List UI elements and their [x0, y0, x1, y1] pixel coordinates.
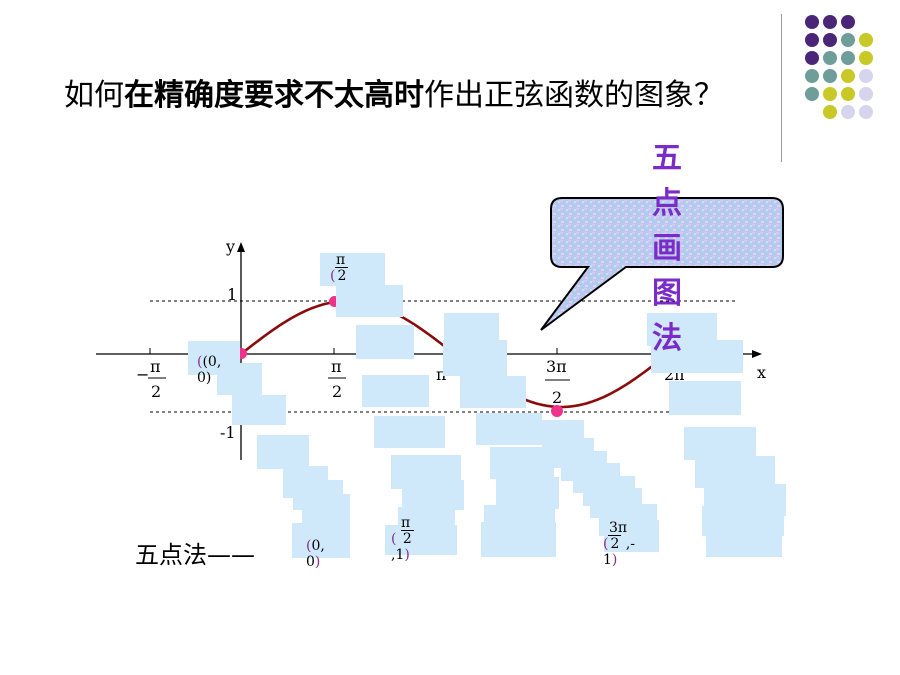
overlay-box: [684, 427, 756, 460]
overlay-box: [490, 447, 554, 479]
key-point-half-pi: [329, 296, 340, 307]
decorative-dot: [805, 51, 819, 65]
overlay-box: [362, 375, 429, 407]
decorative-dot: [823, 87, 837, 101]
decorative-dot: [805, 69, 819, 83]
x-tick-three-half-pi: 3π 2: [545, 357, 570, 407]
overlay-box: [443, 340, 507, 376]
vertical-divider: [781, 14, 782, 162]
callout-char: 画: [652, 231, 682, 266]
origin-label-line1: (0,: [202, 354, 222, 370]
method-label: 五点法——: [135, 541, 255, 569]
overlay-box: [217, 363, 262, 395]
point-label-three-half-pi: 3π (2 ,- 1): [603, 520, 636, 568]
overlay-box: [336, 285, 403, 317]
callout-char: 点: [652, 186, 682, 221]
decorative-dot: [823, 15, 837, 29]
page-title: 如何在精确度要求不太高时作出正弦函数的图象？: [64, 74, 754, 118]
overlay-box: [460, 376, 526, 408]
callout-char: 图: [652, 276, 682, 311]
decorative-dot: [805, 87, 819, 101]
decorative-dot: [805, 15, 819, 29]
decorative-dot: [859, 69, 873, 83]
key-point-origin: [236, 348, 247, 359]
overlay-box: [496, 477, 559, 509]
decorative-dot: [841, 33, 855, 47]
overlay-box: [706, 532, 782, 557]
y-tick-1: 1: [227, 285, 237, 304]
overlay-box: [374, 416, 445, 448]
point-label-origin-2: (0, 0): [306, 538, 325, 570]
decorative-dot: [823, 69, 837, 83]
decorative-dot: [823, 33, 837, 47]
decorative-dot: [841, 15, 855, 29]
overlay-box: [481, 522, 556, 557]
overlay-box: [232, 395, 286, 425]
decorative-dot: [841, 87, 855, 101]
overlay-box: [385, 525, 457, 555]
svg-text:π: π: [150, 357, 161, 376]
y-tick-neg1: -1: [220, 423, 236, 442]
decorative-dot: [859, 33, 873, 47]
y-axis-arrow: [237, 242, 245, 252]
svg-text:2: 2: [151, 382, 161, 401]
x-axis-label: x: [757, 363, 766, 382]
decorative-dot: [859, 105, 873, 119]
point-label-origin: ((0, 0): [197, 354, 222, 386]
overlay-box: [402, 480, 464, 510]
decorative-dot: [841, 51, 855, 65]
x-tick-half-pi: π 2: [328, 357, 346, 401]
overlay-box: [669, 381, 741, 415]
decorative-dot: [823, 105, 837, 119]
decorative-dot: [859, 87, 873, 101]
overlay-box: [476, 413, 542, 445]
callout-char: 法: [652, 321, 682, 356]
overlay-box: [292, 523, 350, 558]
x-tick-neg-half-pi: − π 2: [136, 357, 166, 401]
overlay-box: [356, 325, 414, 359]
overlay-box: [257, 435, 309, 469]
callout-char: 五: [652, 141, 682, 176]
overlay-box: [302, 494, 350, 524]
overlay-box: [651, 340, 743, 373]
overlay-box: [695, 456, 775, 488]
origin-label-line2: 0): [197, 370, 212, 386]
svg-text:π: π: [331, 357, 342, 376]
point-label-half-pi-bottom: π ( 2 ,1): [391, 515, 414, 563]
svg-text:2: 2: [332, 382, 342, 401]
svg-text:−: −: [136, 365, 149, 384]
decorative-dot: [859, 51, 873, 65]
title-part3: 作出正弦函数的图象？: [424, 78, 724, 113]
y-axis-label: y: [225, 237, 235, 256]
decorative-dot: [841, 69, 855, 83]
decorative-dot: [823, 51, 837, 65]
svg-text:2: 2: [552, 388, 562, 407]
overlay-box: [702, 506, 784, 536]
svg-text:3π: 3π: [546, 357, 567, 376]
decorative-dot: [805, 33, 819, 47]
overlay-box: [604, 520, 659, 552]
callout-bubble: [540, 197, 784, 331]
point-label-half-pi: π (2: [330, 252, 349, 284]
key-point-three-half-pi: [551, 405, 563, 417]
x-axis-arrow: [752, 350, 762, 358]
decorative-dot: [841, 105, 855, 119]
overlay-box: [320, 253, 385, 286]
title-part1: 如何: [64, 78, 124, 113]
x-tick-pi: π: [436, 365, 447, 384]
title-part2: 在精确度要求不太高时: [124, 78, 424, 113]
